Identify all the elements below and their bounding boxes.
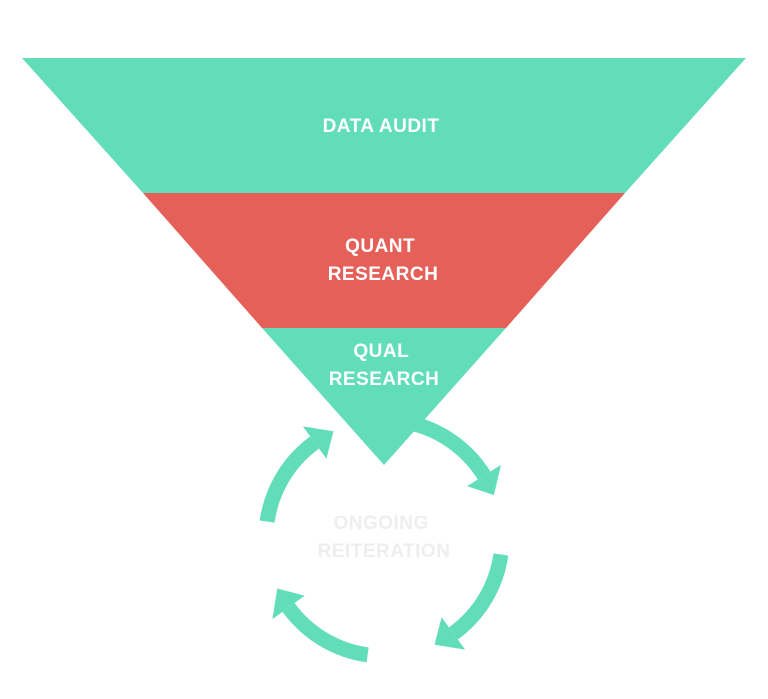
cycle-label-line: REITERATION (318, 541, 451, 562)
cycle-arrow-arc (406, 415, 491, 480)
cycle-arrow-arc (448, 553, 509, 640)
cycle-arrow-head (302, 426, 334, 459)
funnel: DATA AUDIT QUANT RESEARCH QUAL RESEARCH (22, 58, 746, 465)
cycle-label-line: ONGOING (333, 513, 428, 534)
funnel-stage-data-audit (22, 58, 746, 193)
cycle-arrow-arc (259, 436, 320, 523)
stage-label-qual-research: QUAL RESEARCH (329, 341, 440, 390)
cycle-arrow-head (467, 464, 501, 496)
cycle-arrow-arc (282, 602, 369, 663)
funnel-stage-qual-research (262, 328, 506, 465)
cycle-arrow-head (434, 617, 466, 650)
cycle-arrows (259, 415, 509, 663)
cycle-arrow-head (272, 588, 305, 620)
stage-label-line: QUANT (345, 236, 415, 257)
cycle-label-ongoing-reiteration: ONGOING REITERATION (318, 513, 451, 562)
stage-label-line: QUAL (353, 341, 409, 362)
stage-label-data-audit: DATA AUDIT (323, 116, 440, 137)
funnel-stage-quant-research (143, 193, 625, 328)
stage-label-line: RESEARCH (329, 369, 440, 390)
stage-label-line: RESEARCH (328, 264, 439, 285)
stage-label-quant-research: QUANT RESEARCH (328, 236, 439, 285)
stage-label-line: DATA AUDIT (323, 116, 440, 137)
